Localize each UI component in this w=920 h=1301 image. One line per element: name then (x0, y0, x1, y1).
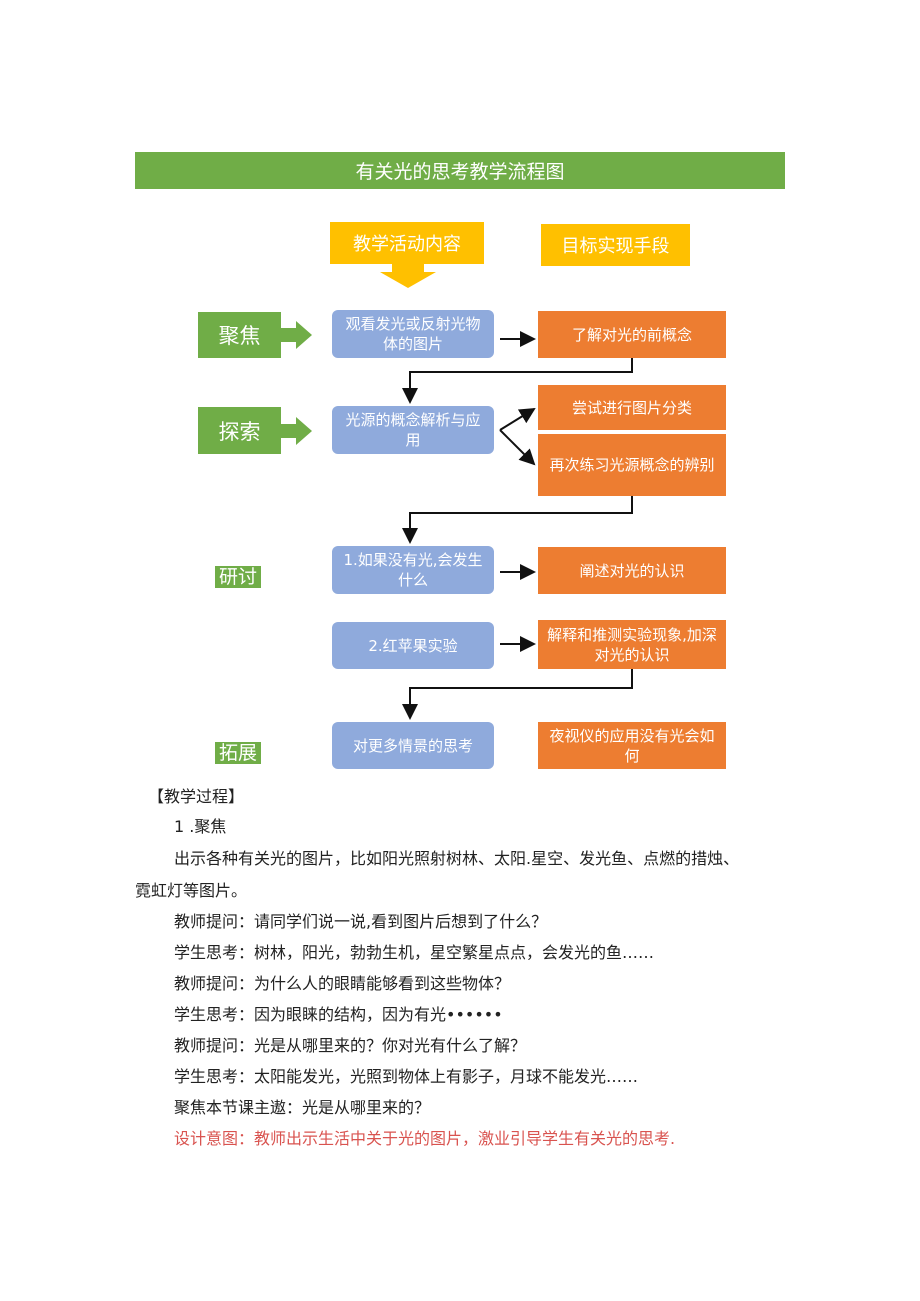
flowchart-connectors (281, 264, 633, 720)
focus-topic: 聚焦本节课主遨：光是从哪里来的？ (174, 1098, 431, 1117)
goal-box-explain-light: 阐述对光的认识 (538, 547, 726, 594)
stage-explore-label: 探索 (198, 407, 281, 454)
paragraph-line: 霓虹灯等图片。 (135, 881, 248, 900)
paragraph-line: 出示各种有关光的图片，比如阳光照射树林、太阳.星空、发光鱼、点燃的措烛、 (174, 849, 740, 868)
student-answer: 学生思考：树林，阳光，勃勃生机，星空繁星点点，会发光的鱼…… (174, 943, 655, 962)
flowchart-title: 有关光的思考教学流程图 (135, 152, 785, 189)
activity-box-red-apple: 2.红苹果实验 (332, 622, 494, 669)
header-goal-means: 目标实现手段 (541, 224, 690, 266)
activity-box-view-pictures: 观看发光或反射光物体的图片 (332, 310, 494, 358)
student-answer: 学生思考：因为眼睐的结构，因为有光•••••• (174, 1005, 503, 1024)
focus-arrow-icon (281, 321, 312, 349)
header-down-arrow-icon (380, 264, 436, 288)
activity-box-more-scenarios: 对更多情景的思考 (332, 722, 494, 769)
teacher-question: 教师提问：光是从哪里来的？你对光有什么了解？ (174, 1036, 527, 1055)
stage-extend-label: 拓展 (215, 742, 261, 764)
activity-box-no-light: 1.如果没有光,会发生什么 (332, 546, 494, 594)
design-intent: 设计意图：教师出示生活中关于光的图片，激业引导学生有关光的思考. (174, 1129, 676, 1148)
activity-box-light-source-concept: 光源的概念解析与应用 (332, 406, 494, 454)
goal-box-classify-pictures: 尝试进行图片分类 (538, 385, 726, 430)
teacher-question: 教师提问：请同学们说一说,看到图片后想到了什么？ (174, 912, 548, 931)
stage-discuss-label: 研讨 (215, 566, 261, 588)
teacher-question: 教师提问：为什么人的眼睛能够看到这些物体？ (174, 974, 511, 993)
student-answer: 学生思考：太阳能发光，光照到物体上有影子，月球不能发光…… (174, 1067, 639, 1086)
section-heading: 【教学过程】 (148, 787, 245, 806)
goal-box-night-vision: 夜视仪的应用没有光会如何 (538, 722, 726, 769)
explore-arrow-icon (281, 417, 312, 445)
stage-focus-label: 聚焦 (198, 312, 281, 358)
goal-box-explain-experiment: 解释和推测实验现象,加深对光的认识 (538, 620, 726, 669)
header-activity-content: 教学活动内容 (330, 222, 484, 264)
step-heading: 1 .聚焦 (174, 817, 227, 836)
goal-box-preconception: 了解对光的前概念 (538, 311, 726, 358)
goal-box-identify-sources: 再次练习光源概念的辨别 (538, 434, 726, 496)
